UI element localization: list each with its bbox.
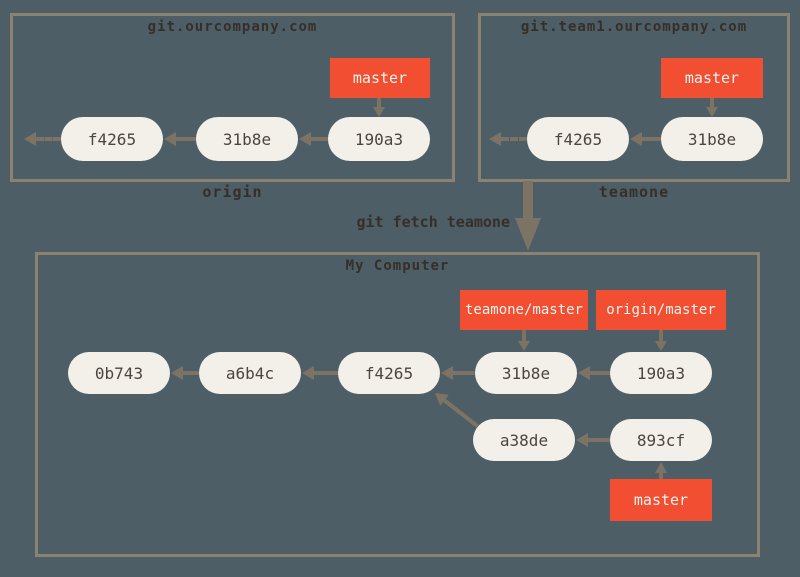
commit-node: a6b4c [199, 352, 301, 394]
remote-origin-label: origin [202, 183, 263, 201]
arrow-shaft [659, 473, 663, 479]
branch-label-origin-master: master [330, 58, 430, 98]
arrow-down-icon [655, 341, 667, 351]
remote-origin-title: git.ourcompany.com [147, 19, 318, 35]
commit-node: f4265 [527, 117, 629, 161]
fetch-command-label: git fetch teamone [356, 213, 510, 231]
remote-teamone-label: teamone [598, 183, 670, 201]
arrow-shaft [522, 330, 526, 341]
dashed-arrow-shaft [36, 137, 61, 141]
fetch-arrow-down-icon [515, 218, 541, 251]
arrow-down-icon [373, 107, 385, 117]
dashed-arrow-left-icon [489, 132, 501, 146]
arrow-shaft [183, 371, 199, 375]
commit-node: a38de [473, 419, 575, 461]
arrow-left-icon [630, 132, 642, 146]
arrow-shaft [590, 371, 610, 375]
arrow-left-icon [299, 132, 311, 146]
arrow-down-icon [518, 341, 530, 351]
branch-label-teamone-master: master [661, 58, 763, 98]
arrow-left-icon [578, 366, 590, 380]
arrow-left-icon [164, 132, 176, 146]
arrow-shaft [453, 371, 475, 375]
commit-node: 893cf [610, 419, 712, 461]
commit-node: 190a3 [610, 352, 712, 394]
arrow-shaft [588, 438, 610, 442]
local-box-my-computer [35, 252, 760, 557]
remote-box-teamone [478, 13, 790, 182]
branch-label-local-master: master [610, 479, 712, 521]
fetch-arrow-shaft [523, 181, 533, 218]
arrow-shaft [642, 137, 661, 141]
arrow-down-icon [706, 107, 718, 117]
arrow-shaft [311, 137, 328, 141]
commit-node: 31b8e [661, 117, 763, 161]
arrow-shaft [659, 330, 663, 341]
arrow-left-icon [171, 366, 183, 380]
dashed-arrow-left-icon [24, 132, 36, 146]
commit-node: f4265 [338, 352, 440, 394]
arrow-shaft [314, 371, 338, 375]
arrow-left-icon [441, 366, 453, 380]
commit-node: 190a3 [328, 117, 430, 161]
arrow-left-icon [302, 366, 314, 380]
remote-teamone-title: git.team1.ourcompany.com [520, 19, 748, 35]
dashed-arrow-shaft [501, 137, 527, 141]
arrow-shaft [377, 98, 381, 107]
commit-node: f4265 [61, 117, 163, 161]
local-box-title: My Computer [345, 258, 450, 274]
arrow-left-icon [576, 433, 588, 447]
arrow-shaft [176, 137, 196, 141]
commit-node: 0b743 [68, 352, 170, 394]
ref-label-teamone-master: teamone/master [460, 290, 588, 330]
arrow-up-icon [655, 462, 667, 473]
remote-box-origin [10, 13, 455, 182]
arrow-shaft [710, 98, 714, 107]
ref-label-origin-master: origin/master [596, 290, 726, 330]
commit-node: 31b8e [475, 352, 577, 394]
commit-node: 31b8e [196, 117, 298, 161]
